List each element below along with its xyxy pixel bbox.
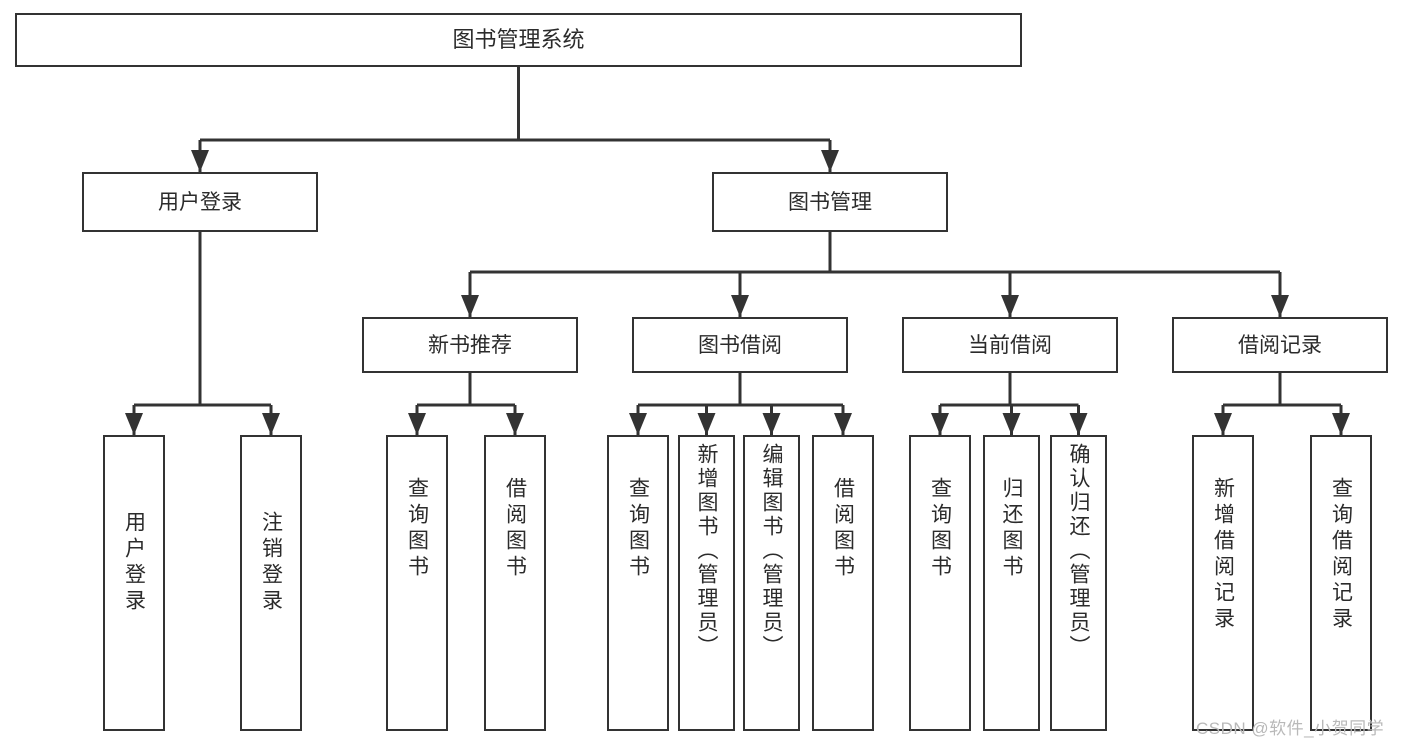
node-label-leaf-borrow-book-1: 借阅图书 [503, 477, 527, 581]
conn-borrow-record-arrow-leaf-add-record [1214, 413, 1232, 435]
conn-new-book-arrow-leaf-query-book-1 [408, 413, 426, 435]
conn-current-borrow-arrow-leaf-query-book-3 [931, 413, 949, 435]
node-label-leaf-edit-book: 编辑图书（管理员） [760, 443, 783, 659]
node-new-book-recommend[interactable]: 新书推荐 [362, 317, 578, 373]
node-label-leaf-query-record: 查询借阅记录 [1329, 477, 1353, 633]
node-label-new-book-recommend: 新书推荐 [428, 333, 512, 357]
conn-current-borrow-arrow-leaf-return-book [1002, 413, 1021, 435]
node-leaf-add-book[interactable]: 新增图书（管理员） [678, 435, 735, 731]
conn-current-borrow-arrow-leaf-confirm-return [1069, 413, 1088, 435]
conn-book-borrow-arrow-leaf-query-book-2 [629, 413, 647, 435]
node-label-leaf-add-book: 新增图书（管理员） [695, 443, 718, 659]
node-label-leaf-query-book-3: 查询图书 [928, 477, 952, 581]
node-label-leaf-borrow-book-2: 借阅图书 [831, 477, 855, 581]
conn-book-borrow-arrow-leaf-borrow-book-2 [834, 413, 852, 435]
node-leaf-borrow-book-2[interactable]: 借阅图书 [812, 435, 874, 731]
node-label-leaf-add-record: 新增借阅记录 [1211, 477, 1235, 633]
conn-borrow-record-arrow-leaf-query-record [1332, 413, 1350, 435]
node-leaf-borrow-book-1[interactable]: 借阅图书 [484, 435, 546, 731]
conn-root-arrow-user-login [191, 150, 209, 172]
node-label-leaf-user-login: 用户登录 [122, 511, 146, 615]
conn-book-manage-arrow-current-borrow [1001, 295, 1019, 317]
conn-user-login-arrow-leaf-logout [262, 413, 280, 435]
node-leaf-add-record[interactable]: 新增借阅记录 [1192, 435, 1254, 731]
conn-book-manage-arrow-new-book-recommend [461, 295, 479, 317]
conn-user-login-arrow-leaf-user-login [125, 413, 143, 435]
node-label-user-login: 用户登录 [158, 190, 242, 214]
node-leaf-edit-book[interactable]: 编辑图书（管理员） [743, 435, 800, 731]
node-label-book-borrow: 图书借阅 [698, 333, 782, 357]
node-label-leaf-confirm-return: 确认归还（管理员） [1067, 443, 1090, 659]
conn-book-manage-arrow-borrow-record [1271, 295, 1289, 317]
node-label-current-borrow: 当前借阅 [968, 333, 1052, 357]
conn-book-manage-arrow-book-borrow [731, 295, 749, 317]
node-label-root: 图书管理系统 [452, 27, 585, 52]
node-label-borrow-record: 借阅记录 [1238, 333, 1322, 357]
watermark-label: CSDN @软件_小贺同学 [1196, 719, 1385, 738]
conn-book-borrow-arrow-leaf-add-book [697, 413, 716, 435]
node-label-leaf-logout: 注销登录 [259, 511, 283, 615]
node-leaf-query-record[interactable]: 查询借阅记录 [1310, 435, 1372, 731]
node-leaf-confirm-return[interactable]: 确认归还（管理员） [1050, 435, 1107, 731]
node-leaf-user-login[interactable]: 用户登录 [103, 435, 165, 731]
node-book-manage[interactable]: 图书管理 [712, 172, 948, 232]
node-current-borrow[interactable]: 当前借阅 [902, 317, 1118, 373]
node-label-book-manage: 图书管理 [788, 190, 872, 214]
node-book-borrow[interactable]: 图书借阅 [632, 317, 848, 373]
node-user-login[interactable]: 用户登录 [82, 172, 318, 232]
node-leaf-query-book-2[interactable]: 查询图书 [607, 435, 669, 731]
node-label-leaf-query-book-1: 查询图书 [405, 477, 429, 581]
conn-root-arrow-book-manage [821, 150, 839, 172]
node-leaf-query-book-3[interactable]: 查询图书 [909, 435, 971, 731]
conn-book-borrow-arrow-leaf-edit-book [762, 413, 781, 435]
node-borrow-record[interactable]: 借阅记录 [1172, 317, 1388, 373]
node-leaf-query-book-1[interactable]: 查询图书 [386, 435, 448, 731]
node-leaf-logout[interactable]: 注销登录 [240, 435, 302, 731]
node-label-leaf-return-book: 归还图书 [1000, 477, 1023, 581]
node-root[interactable]: 图书管理系统 [15, 13, 1022, 67]
node-label-leaf-query-book-2: 查询图书 [626, 477, 650, 581]
conn-new-book-arrow-leaf-borrow-book-1 [506, 413, 524, 435]
node-leaf-return-book[interactable]: 归还图书 [983, 435, 1040, 731]
